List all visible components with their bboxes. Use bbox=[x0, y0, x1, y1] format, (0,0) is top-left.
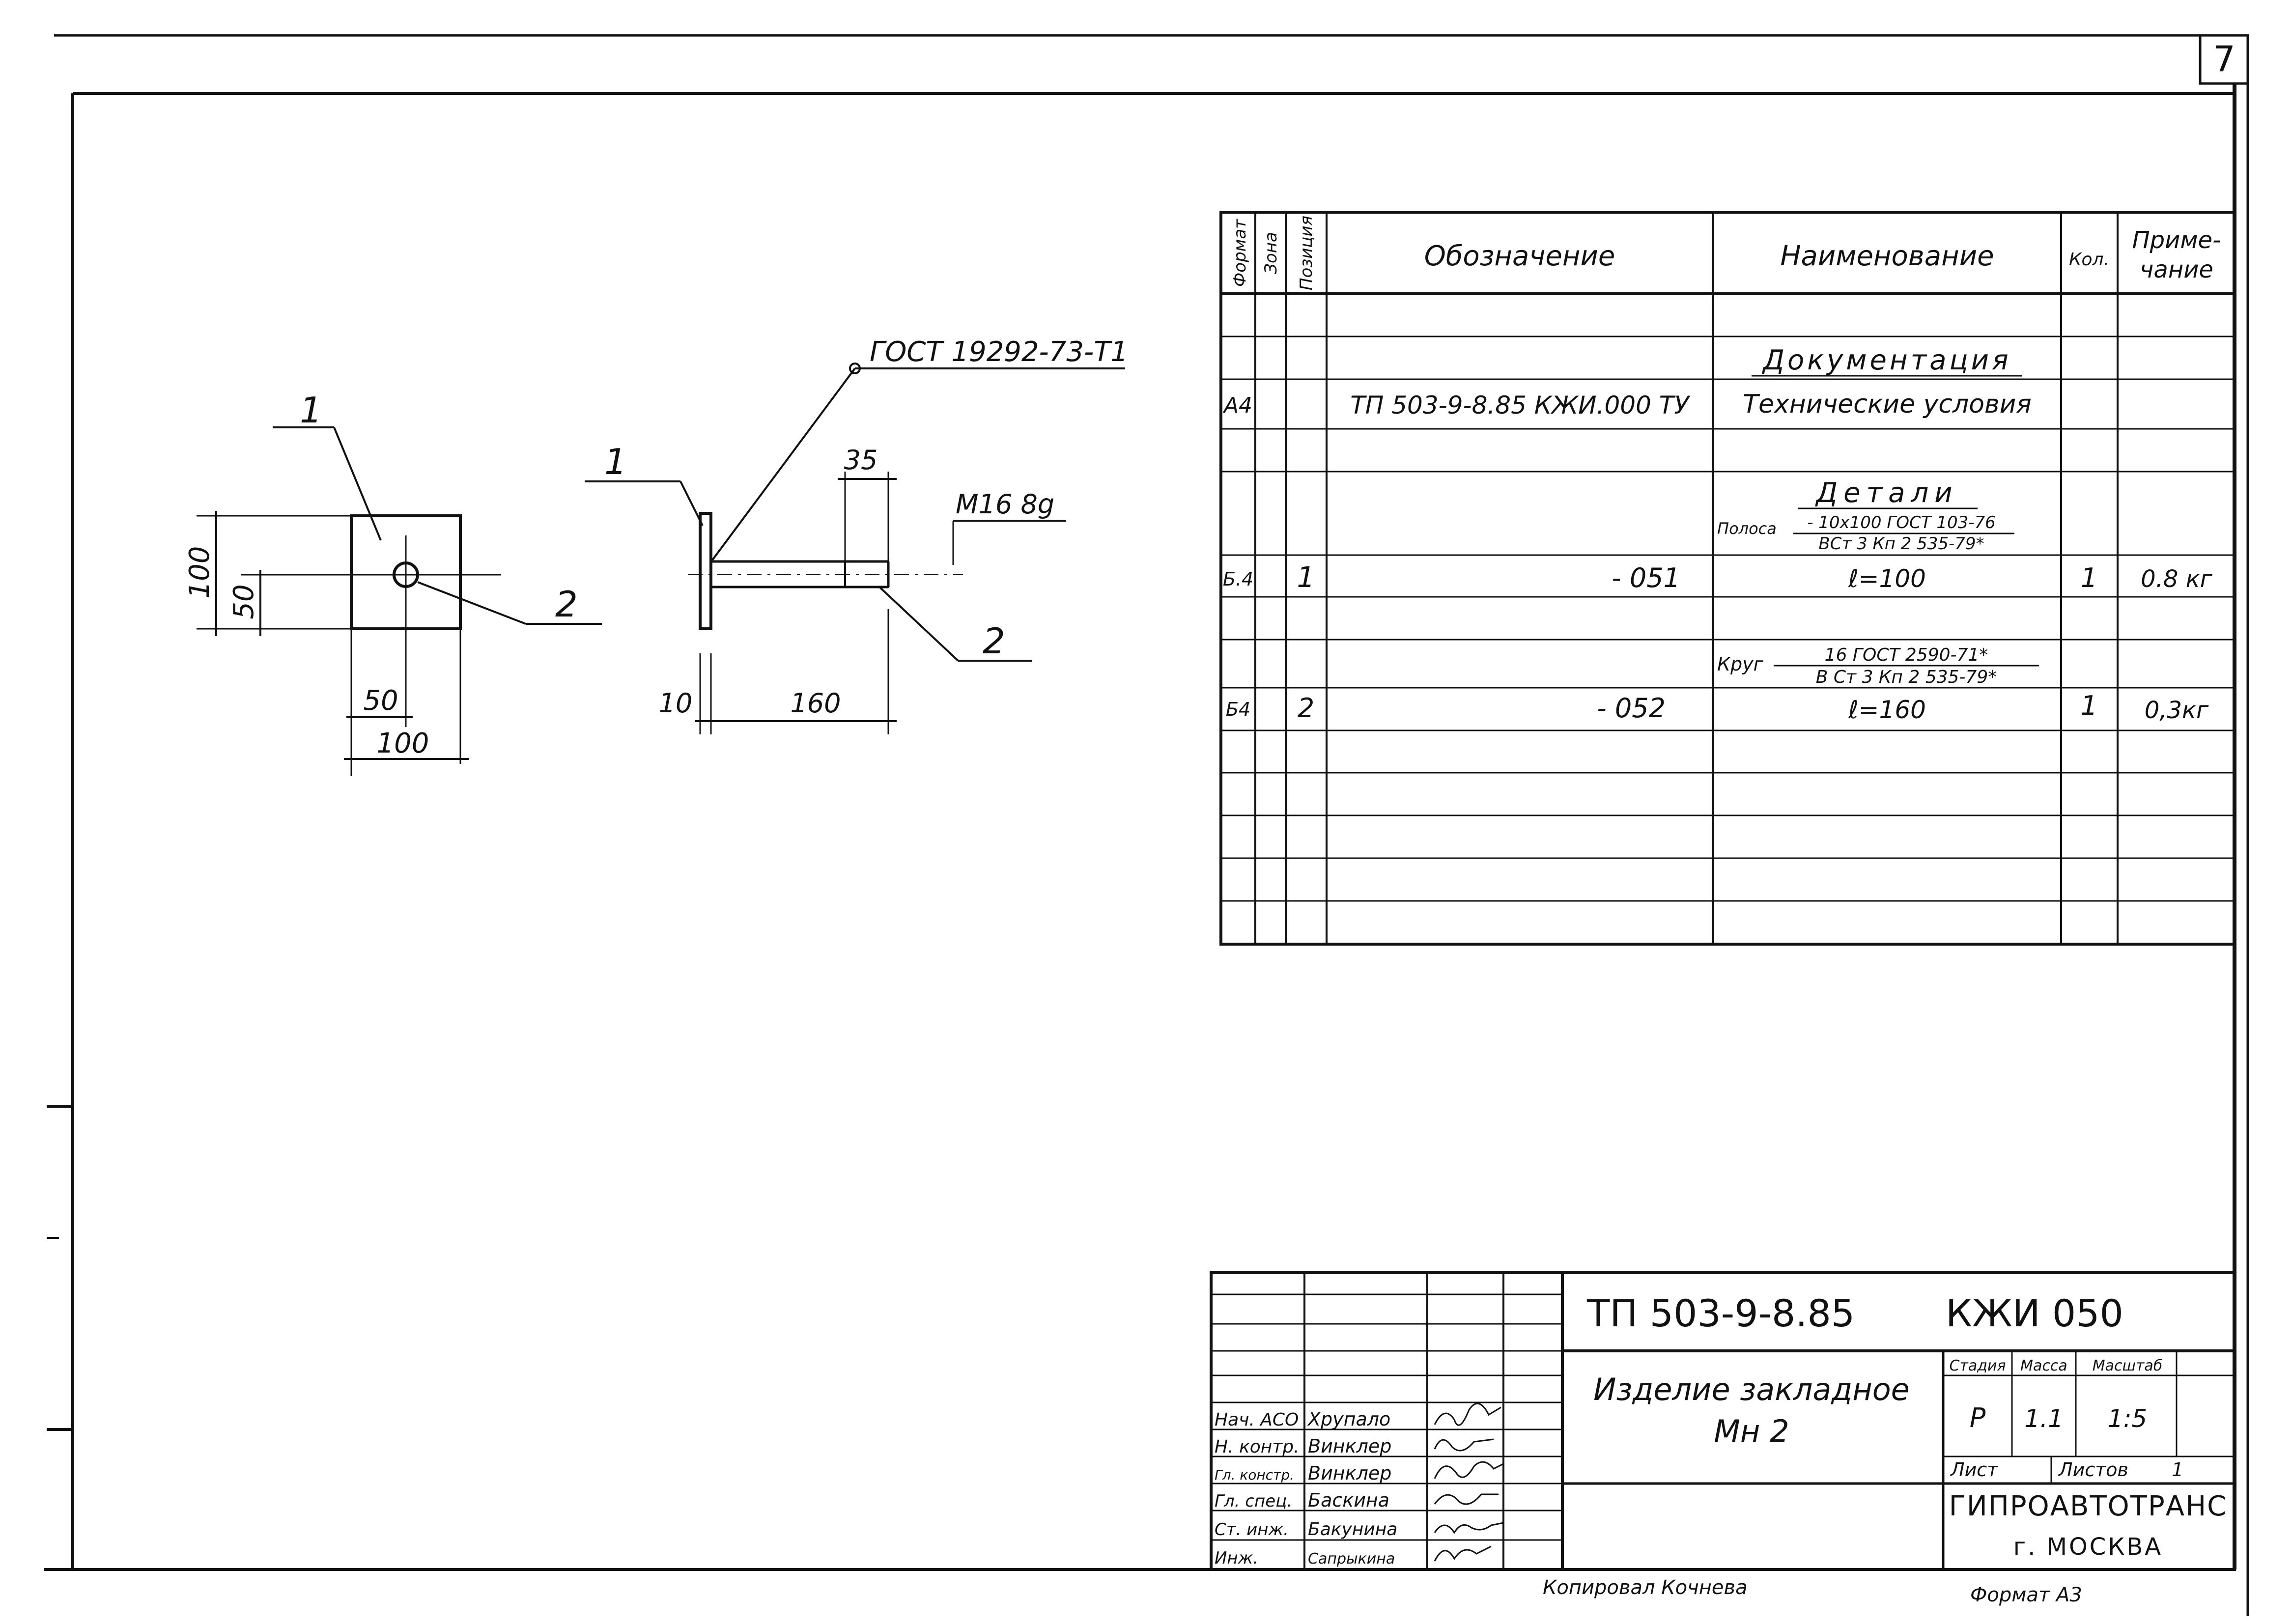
row-2-designation: - 052 bbox=[1597, 693, 1666, 724]
row-1-designation: - 051 bbox=[1612, 562, 1680, 593]
title-mark: КЖИ 050 bbox=[1946, 1291, 2123, 1335]
row-1-position: 1 bbox=[1297, 560, 1315, 594]
side-view: ГОСТ 19292-73-Т1 1 2 М16 8g 35 10 160 bbox=[585, 336, 1128, 734]
row-1-name: ℓ=100 bbox=[1848, 564, 1926, 593]
spec-table: Формат Зона Позиция Обозначение Наименов… bbox=[1219, 211, 2236, 946]
org-name: ГИПРОАВТОТРАНС bbox=[1949, 1490, 2228, 1522]
row-2-note: 0,3кг bbox=[2145, 697, 2209, 724]
name-4: Бакунина bbox=[1308, 1519, 1397, 1540]
name-3: Баскина bbox=[1308, 1489, 1389, 1511]
strip-label: Полоса bbox=[1717, 519, 1777, 538]
row-2-name: ℓ=160 bbox=[1848, 696, 1926, 724]
format-note: Формат А3 bbox=[1970, 1584, 2082, 1606]
header-name: Наименование bbox=[1780, 240, 1994, 272]
sheet-frame bbox=[44, 34, 2249, 1616]
plan-callout-1: 1 bbox=[300, 390, 322, 431]
role-4: Ст. инж. bbox=[1215, 1520, 1289, 1540]
scale-value: 1:5 bbox=[2108, 1404, 2147, 1433]
name-5: Сапрыкина bbox=[1308, 1550, 1395, 1568]
role-1: Н. контр. bbox=[1215, 1437, 1300, 1457]
row-tu-designation: ТП 503-9-8.85 КЖИ.000 ТУ bbox=[1350, 391, 1691, 420]
title-code: ТП 503-9-8.85 bbox=[1586, 1291, 1855, 1335]
header-zone: Зона bbox=[1261, 232, 1281, 274]
stage-label: Стадия bbox=[1949, 1357, 2006, 1374]
row-1-qty: 1 bbox=[2081, 562, 2097, 593]
row-2-qty: 1 bbox=[2081, 690, 2097, 721]
header-qty: Кол. bbox=[2069, 250, 2109, 270]
weld-note: ГОСТ 19292-73-Т1 bbox=[870, 336, 1128, 368]
stage-value: Р bbox=[1970, 1402, 1986, 1433]
plan-dim-height: 100 bbox=[184, 546, 216, 599]
plan-callout-2: 2 bbox=[555, 584, 578, 625]
dim-plate: 10 bbox=[659, 688, 693, 719]
sheets-label: Листов bbox=[2058, 1459, 2128, 1481]
plan-dim-width: 100 bbox=[377, 728, 429, 759]
role-3: Гл. спец. bbox=[1215, 1491, 1292, 1511]
header-format: Формат bbox=[1230, 219, 1250, 287]
section-parts: Детали bbox=[1814, 477, 1958, 509]
signatures bbox=[1434, 1402, 1504, 1562]
row-2-format: Б4 bbox=[1226, 699, 1250, 720]
mass-label: Масса bbox=[2020, 1357, 2067, 1374]
strip-top: - 10х100 ГОСТ 103-76 bbox=[1807, 513, 1996, 532]
page-number-box: 7 bbox=[2199, 34, 2249, 85]
header-note-line1: Приме- bbox=[2132, 226, 2221, 254]
page-number: 7 bbox=[2213, 38, 2235, 80]
round-label: Круг bbox=[1717, 653, 1764, 675]
plan-dim-half-width: 50 bbox=[363, 685, 398, 717]
header-position: Позиция bbox=[1297, 216, 1316, 290]
row-2-position: 2 bbox=[1298, 693, 1314, 724]
sheets-count: 1 bbox=[2172, 1459, 2183, 1481]
strip-bottom: ВСт 3 Кп 2 535-79* bbox=[1818, 534, 1984, 554]
title-line1: Изделие закладное bbox=[1593, 1372, 1910, 1407]
scale-label: Масштаб bbox=[2093, 1357, 2163, 1374]
sheet-label: Лист bbox=[1950, 1459, 1999, 1481]
row-1-format: Б.4 bbox=[1223, 568, 1253, 590]
title-line2: Мн 2 bbox=[1714, 1413, 1789, 1449]
header-note-line2: чание bbox=[2140, 256, 2213, 283]
row-tu-name: Технические условия bbox=[1743, 390, 2032, 419]
row-tu-format: А4 bbox=[1222, 393, 1252, 418]
side-callout-1: 1 bbox=[604, 441, 627, 482]
round-bottom: В Ст 3 Кп 2 535-79* bbox=[1816, 667, 1997, 687]
plan-dim-half-height: 50 bbox=[228, 584, 260, 619]
header-designation: Обозначение bbox=[1424, 240, 1615, 272]
plan-view: 1 2 100 50 50 100 bbox=[184, 390, 602, 776]
mass-value: 1.1 bbox=[2024, 1404, 2064, 1433]
org-city: г. МОСКВА bbox=[2013, 1533, 2163, 1561]
name-1: Винклер bbox=[1308, 1435, 1391, 1457]
side-callout-2: 2 bbox=[983, 620, 1005, 662]
section-docs: Документация bbox=[1761, 344, 2011, 376]
role-5: Инж. bbox=[1215, 1548, 1258, 1568]
dim-length: 160 bbox=[790, 688, 841, 719]
role-2: Гл. констр. bbox=[1215, 1467, 1294, 1483]
thread-label: М16 8g bbox=[956, 489, 1054, 520]
dim-thread: 35 bbox=[844, 445, 878, 476]
name-2: Винклер bbox=[1308, 1462, 1391, 1484]
title-block: ТП 503-9-8.85 КЖИ 050 Изделие закладное … bbox=[1210, 1271, 2236, 1571]
row-1-note: 0.8 кг bbox=[2141, 565, 2213, 593]
name-0: Хрупало bbox=[1307, 1408, 1390, 1430]
role-0: Нач. АСО bbox=[1215, 1410, 1299, 1430]
copied-by: Копировал Кочнева bbox=[1543, 1576, 1748, 1599]
round-top: 16 ГОСТ 2590-71* bbox=[1825, 645, 1988, 665]
